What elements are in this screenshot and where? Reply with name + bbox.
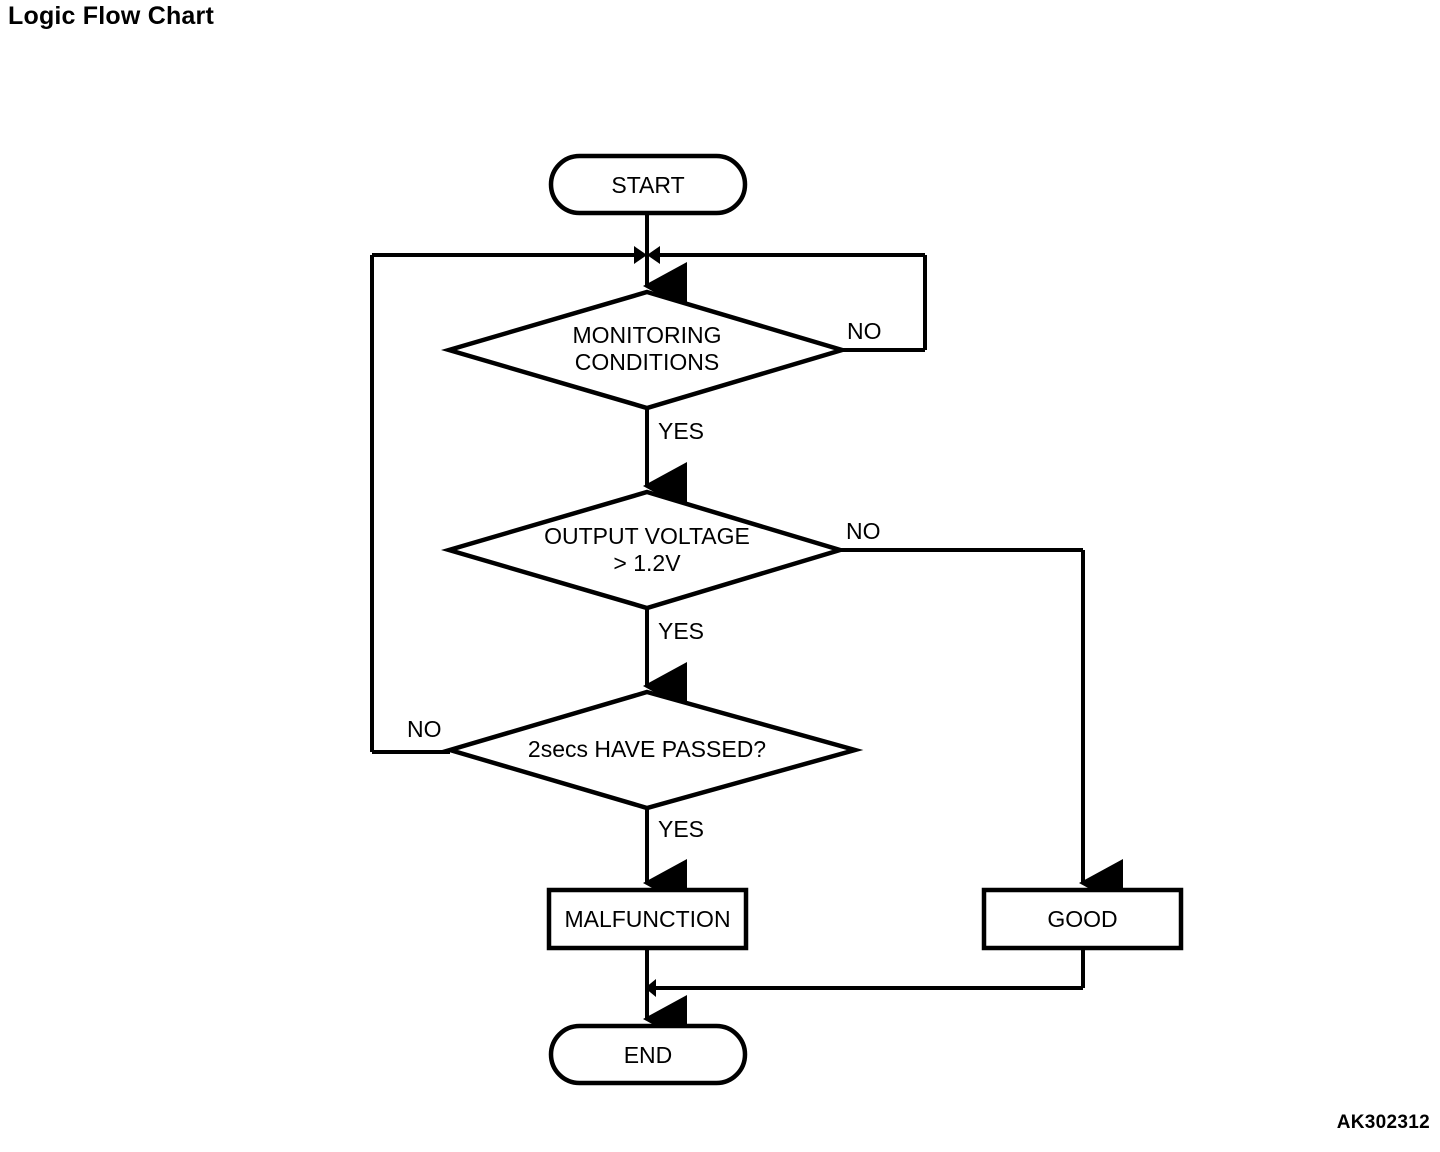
node-start-shape xyxy=(548,153,748,216)
node-voltage-shape xyxy=(440,489,848,611)
node-good-shape xyxy=(981,887,1184,951)
page-title: Logic Flow Chart xyxy=(8,2,214,30)
node-end-shape xyxy=(548,1023,748,1086)
arrowhead-left-loop-into-junction xyxy=(634,246,647,264)
figure-code: AK302312 xyxy=(1336,1112,1430,1133)
node-malfunction-shape xyxy=(546,887,749,951)
node-timer-shape xyxy=(442,689,864,811)
node-monitoring-shape xyxy=(440,289,850,411)
arrowhead-good-merge xyxy=(645,979,656,997)
arrowhead-right-loop-into-junction xyxy=(647,246,660,264)
